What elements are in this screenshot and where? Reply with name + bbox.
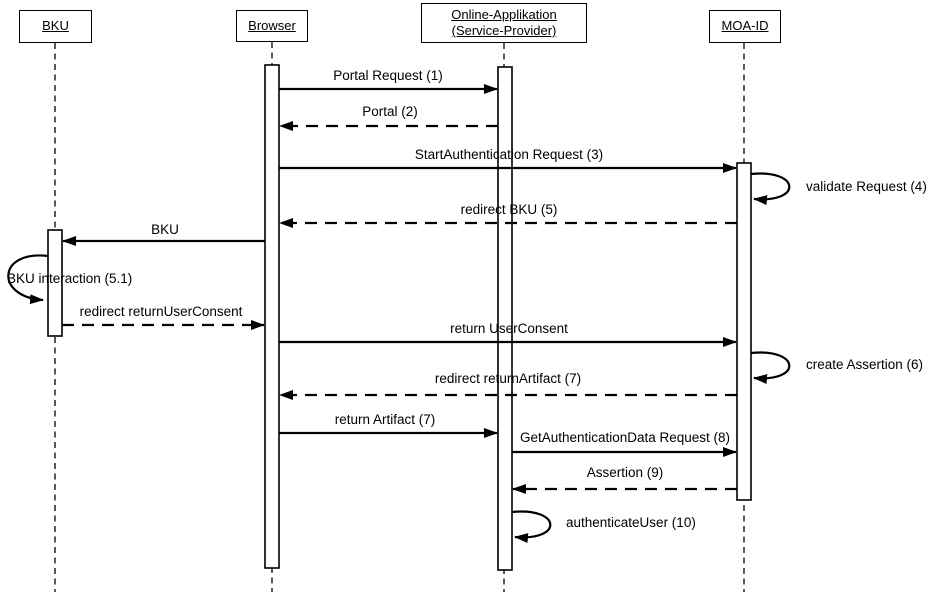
actor-moa-id-label: MOA-ID — [721, 18, 769, 34]
actor-bku: BKU — [19, 10, 92, 43]
label-bku-interaction: BKU interaction (5.1) — [7, 271, 133, 286]
selfloop-validate-request — [750, 172, 791, 206]
label-portal-request: Portal Request (1) — [333, 68, 443, 83]
label-authenticate-user: authenticateUser (10) — [566, 515, 696, 530]
actor-moa-id: MOA-ID — [709, 10, 781, 43]
label-create-assertion: create Assertion (6) — [806, 357, 924, 372]
label-return-artifact: return Artifact (7) — [334, 412, 436, 427]
label-assertion: Assertion (9) — [586, 465, 664, 480]
actor-browser: Browser — [236, 10, 308, 42]
actor-bku-label: BKU — [42, 18, 69, 34]
activation-browser — [264, 64, 280, 569]
activation-bku — [47, 229, 63, 337]
activation-moa-id — [736, 162, 752, 501]
selfloop-authenticate-user — [511, 510, 552, 544]
label-validate-request: validate Request (4) — [806, 179, 927, 194]
activation-online-app — [497, 66, 513, 571]
label-get-authentication-data: GetAuthenticationData Request (8) — [519, 430, 731, 445]
label-redirect-userconsent: redirect returnUserConsent — [79, 304, 243, 319]
selfloop-create-assertion — [750, 351, 791, 385]
label-return-userconsent: return UserConsent — [450, 321, 568, 336]
label-start-authentication: StartAuthentication Request (3) — [414, 147, 604, 162]
selfloop-bku-interaction — [7, 254, 49, 305]
label-redirect-bku: redirect BKU (5) — [460, 202, 558, 217]
label-redirect-returnartifact: redirect returnArtifact (7) — [434, 371, 582, 386]
label-portal-return: Portal (2) — [362, 104, 418, 119]
actor-online-app: Online-Applikation (Service-Provider) — [421, 3, 587, 43]
label-bku: BKU — [151, 222, 179, 237]
actor-online-app-label: Online-Applikation (Service-Provider) — [451, 6, 557, 38]
actor-browser-label: Browser — [248, 17, 296, 33]
